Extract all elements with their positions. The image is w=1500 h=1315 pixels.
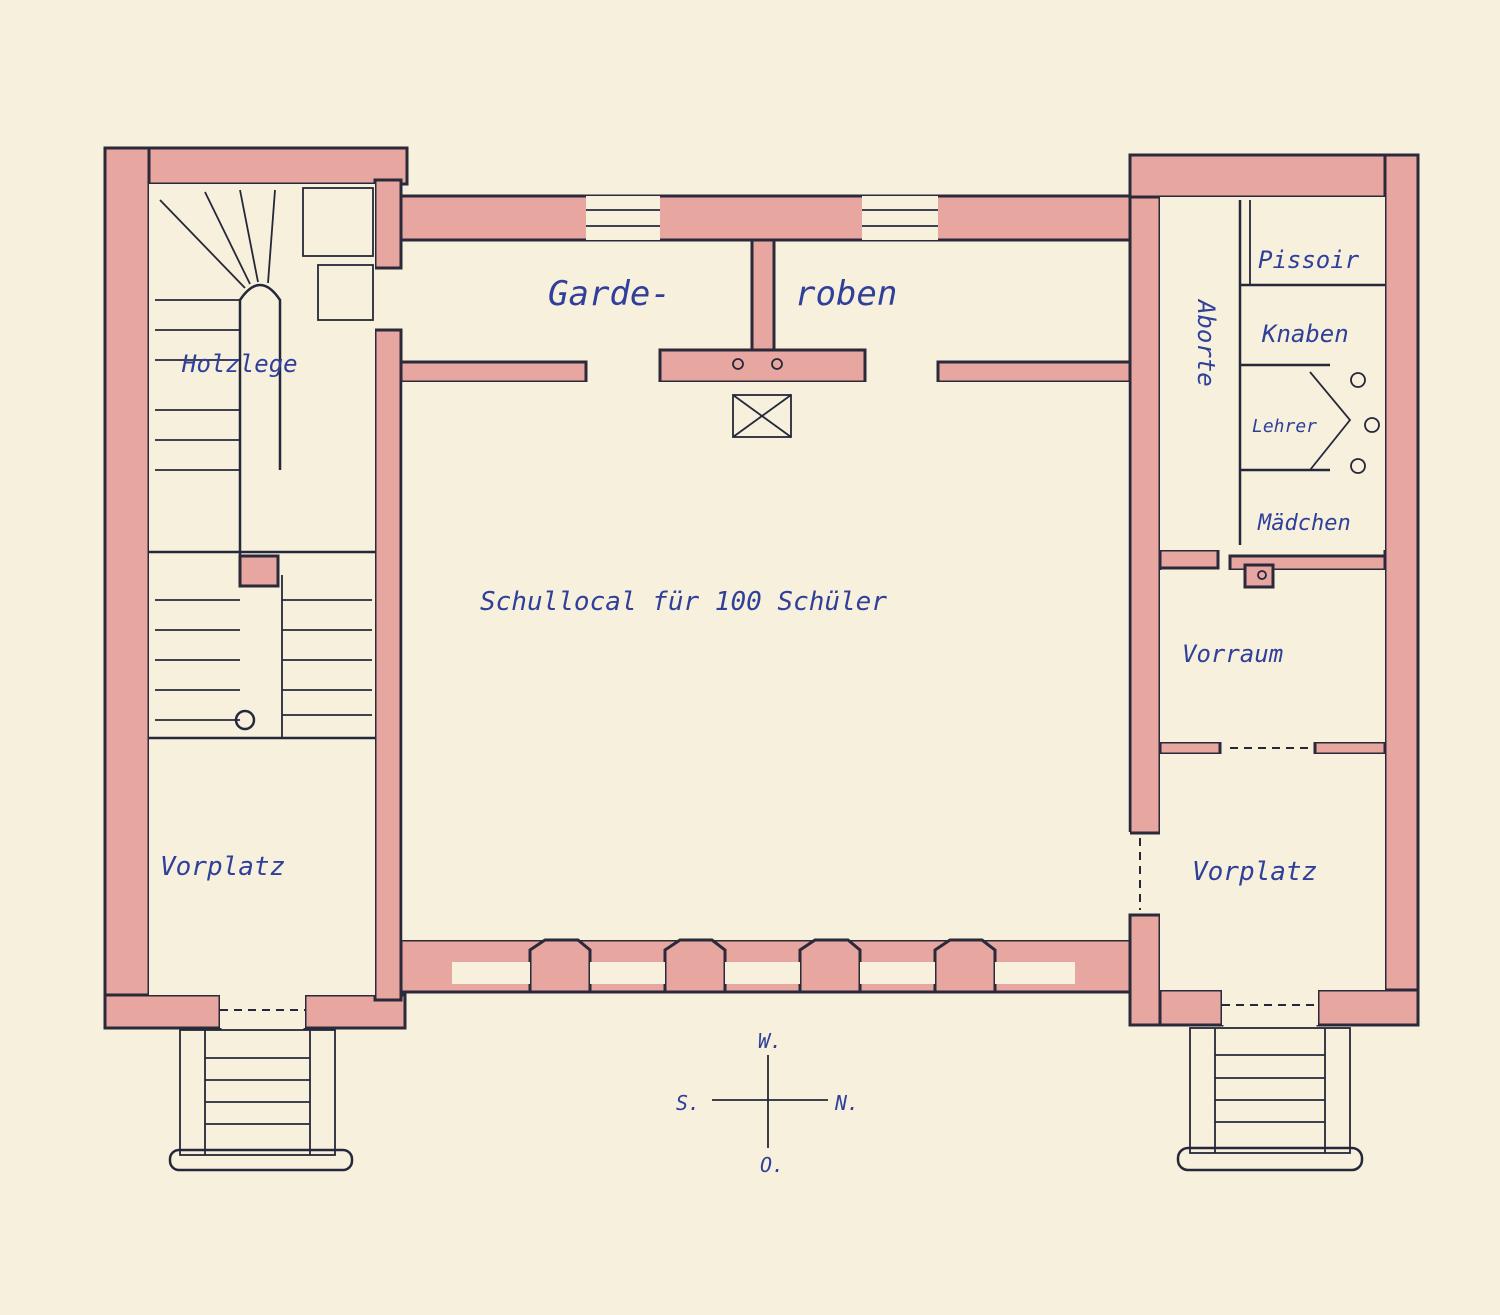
vorraum-wall-a xyxy=(1158,740,1222,756)
vorraum-floor xyxy=(1160,570,1385,742)
stove xyxy=(732,394,792,438)
left-entrance-stairs xyxy=(168,995,354,1172)
toilet-seat-1 xyxy=(1350,372,1366,388)
right-vorplatz-floor xyxy=(1160,754,1385,990)
flue-1 xyxy=(732,358,744,370)
north-windows xyxy=(586,196,938,240)
toilet-stalls xyxy=(1238,200,1385,589)
left-wing-top-wall xyxy=(103,146,409,186)
right-door-opening xyxy=(1222,990,1318,1025)
label-vorplatz-right: Vorplatz xyxy=(1192,857,1317,887)
right-steps-frame xyxy=(1189,1027,1351,1154)
label-maedchen: Mädchen xyxy=(1257,511,1351,536)
pier-3 xyxy=(798,938,862,994)
main-north-wall xyxy=(399,194,1132,242)
label-lehrer: Lehrer xyxy=(1252,416,1317,437)
right-bottom-step xyxy=(1176,1146,1364,1172)
south-window-4 xyxy=(860,962,935,984)
label-aborte: Aborte xyxy=(1192,298,1220,387)
winder-4 xyxy=(267,189,276,284)
toilet-seat-2 xyxy=(1364,417,1380,433)
south-window-3 xyxy=(725,962,800,984)
label-garderoben-right: roben xyxy=(795,274,897,314)
label-vorraum: Vorraum xyxy=(1182,640,1283,668)
volute xyxy=(234,709,256,731)
compass-north: N. xyxy=(834,1091,859,1115)
label-garderoben-left: Garde- xyxy=(548,274,671,314)
right-wing-bottom-wall-b xyxy=(1316,988,1420,1027)
corridor-wall-c xyxy=(936,360,1132,384)
right-flue xyxy=(1257,570,1267,580)
aborte-floor xyxy=(1160,197,1385,550)
winder-2 xyxy=(204,191,251,285)
stair-newel xyxy=(238,283,282,560)
winder-3 xyxy=(239,189,259,283)
small-closet xyxy=(317,264,374,321)
right-entrance-stairs xyxy=(1176,990,1364,1172)
stair-post xyxy=(238,554,280,588)
compass-east: O. xyxy=(760,1153,784,1177)
corridor-wall-a xyxy=(399,360,588,384)
label-schullocal: Schullocal für 100 Schüler xyxy=(480,587,887,617)
pier-4 xyxy=(933,938,997,994)
right-wing-west-lower xyxy=(1128,913,1162,1027)
left-staircase xyxy=(149,184,375,995)
right-wing-east-wall xyxy=(1383,153,1420,1027)
label-vorplatz-left: Vorplatz xyxy=(160,852,285,882)
chimney xyxy=(732,358,792,438)
left-wing-partition-upper xyxy=(373,178,403,270)
compass-rose xyxy=(712,1055,828,1148)
main-east-partition xyxy=(1128,153,1162,835)
left-door-opening xyxy=(220,995,305,1028)
stove-cross-2 xyxy=(732,394,792,438)
pier-1 xyxy=(528,938,592,994)
right-wing-top-wall xyxy=(1128,153,1420,199)
south-window-5 xyxy=(995,962,1075,984)
compass-west: W. xyxy=(758,1029,782,1053)
north-window-2 xyxy=(862,196,938,240)
north-window-1 xyxy=(586,196,660,240)
pier-2 xyxy=(663,938,727,994)
left-wing-walls xyxy=(103,146,409,1030)
label-pissoir: Pissoir xyxy=(1258,246,1360,274)
left-wing-bottom-wall-a xyxy=(103,993,222,1030)
left-wing-west-wall xyxy=(103,146,151,1030)
flue-2 xyxy=(771,358,783,370)
vorraum-wall-b xyxy=(1313,740,1387,756)
left-steps-frame xyxy=(179,1029,336,1156)
south-window-2 xyxy=(590,962,665,984)
winder-1 xyxy=(159,199,246,289)
schullocal-floor xyxy=(401,382,1130,940)
south-windows xyxy=(452,938,1075,994)
label-holzlege: Holzlege xyxy=(181,350,298,378)
left-wing-partition-lower xyxy=(373,328,403,1002)
label-knaben: Knaben xyxy=(1261,320,1349,348)
upper-landing xyxy=(302,187,374,257)
right-wing-cross-wall-a xyxy=(1158,548,1220,570)
corridor-wall-b xyxy=(658,348,867,384)
left-bottom-step xyxy=(168,1148,354,1172)
south-window-1 xyxy=(452,962,530,984)
garderoben-divider xyxy=(750,238,776,360)
right-wing-walls xyxy=(1128,153,1420,1027)
lehrer-partition xyxy=(1309,371,1352,471)
right-stair-post xyxy=(1243,563,1275,589)
toilet-seat-3 xyxy=(1350,458,1366,474)
compass-south: S. xyxy=(676,1091,700,1115)
